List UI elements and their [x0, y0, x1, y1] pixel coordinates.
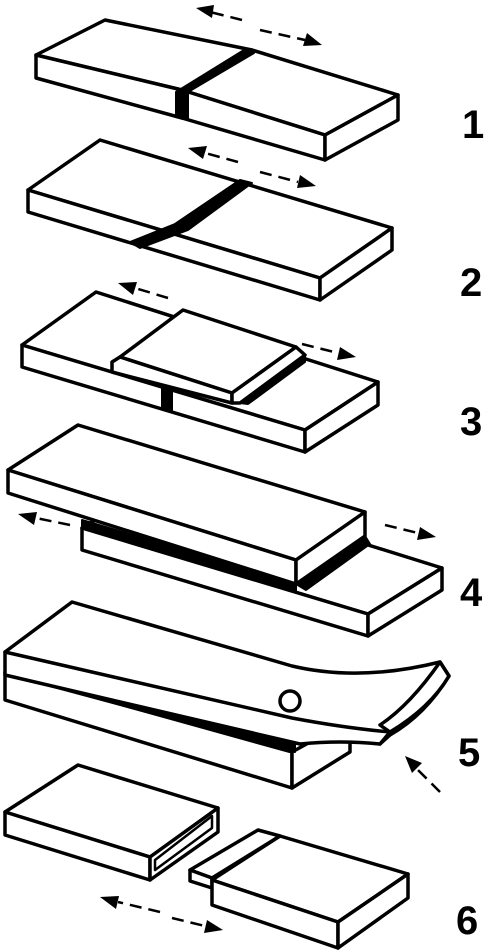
label-3: 3 — [460, 400, 482, 444]
joint-1-left-piece — [34, 18, 254, 120]
joint-1-adhesive-layer — [175, 49, 255, 121]
joint-6-arrow-left — [100, 896, 161, 914]
panel-6-tubular-joint — [3, 763, 410, 950]
label-2: 2 — [460, 261, 482, 305]
joint-3-adhesive-layer — [239, 354, 306, 405]
joint-4-arrow-left — [18, 512, 71, 527]
joint-4-fillet — [295, 535, 371, 591]
joint-5-peel-force-arrow — [405, 756, 441, 793]
panel-5-peel-joint — [3, 600, 451, 793]
joint-1-arrow-right — [259, 28, 322, 46]
joint-6-sleeve-opening — [153, 814, 214, 872]
label-4: 4 — [460, 571, 483, 615]
joint-2-adhesive-layer — [129, 179, 253, 249]
joint-1-arrow-left — [196, 5, 243, 22]
joint-3-arrow-left — [118, 282, 169, 300]
panel-2-scarf-joint — [26, 138, 394, 302]
label-5: 5 — [458, 731, 480, 775]
label-1: 1 — [462, 103, 484, 147]
circle-hole-icon — [278, 689, 302, 713]
joint-2-arrow-left — [188, 146, 239, 164]
joint-6-arrow-right — [171, 916, 223, 933]
joint-5-peeling-plate — [3, 600, 451, 746]
joint-2-arrow-right — [259, 170, 316, 188]
panel-1-butt-joint — [34, 5, 400, 162]
panel-4-lap-joint — [6, 423, 444, 638]
joint-4-arrow-right — [384, 523, 436, 540]
panel-3-strap-joint — [20, 282, 380, 454]
label-6: 6 — [456, 899, 478, 943]
joint-6-insert-piece — [188, 828, 410, 950]
joint-3-arrow-right — [301, 342, 356, 360]
joint-3-cover-strap — [110, 308, 307, 405]
joint-6-sleeve — [3, 763, 220, 882]
